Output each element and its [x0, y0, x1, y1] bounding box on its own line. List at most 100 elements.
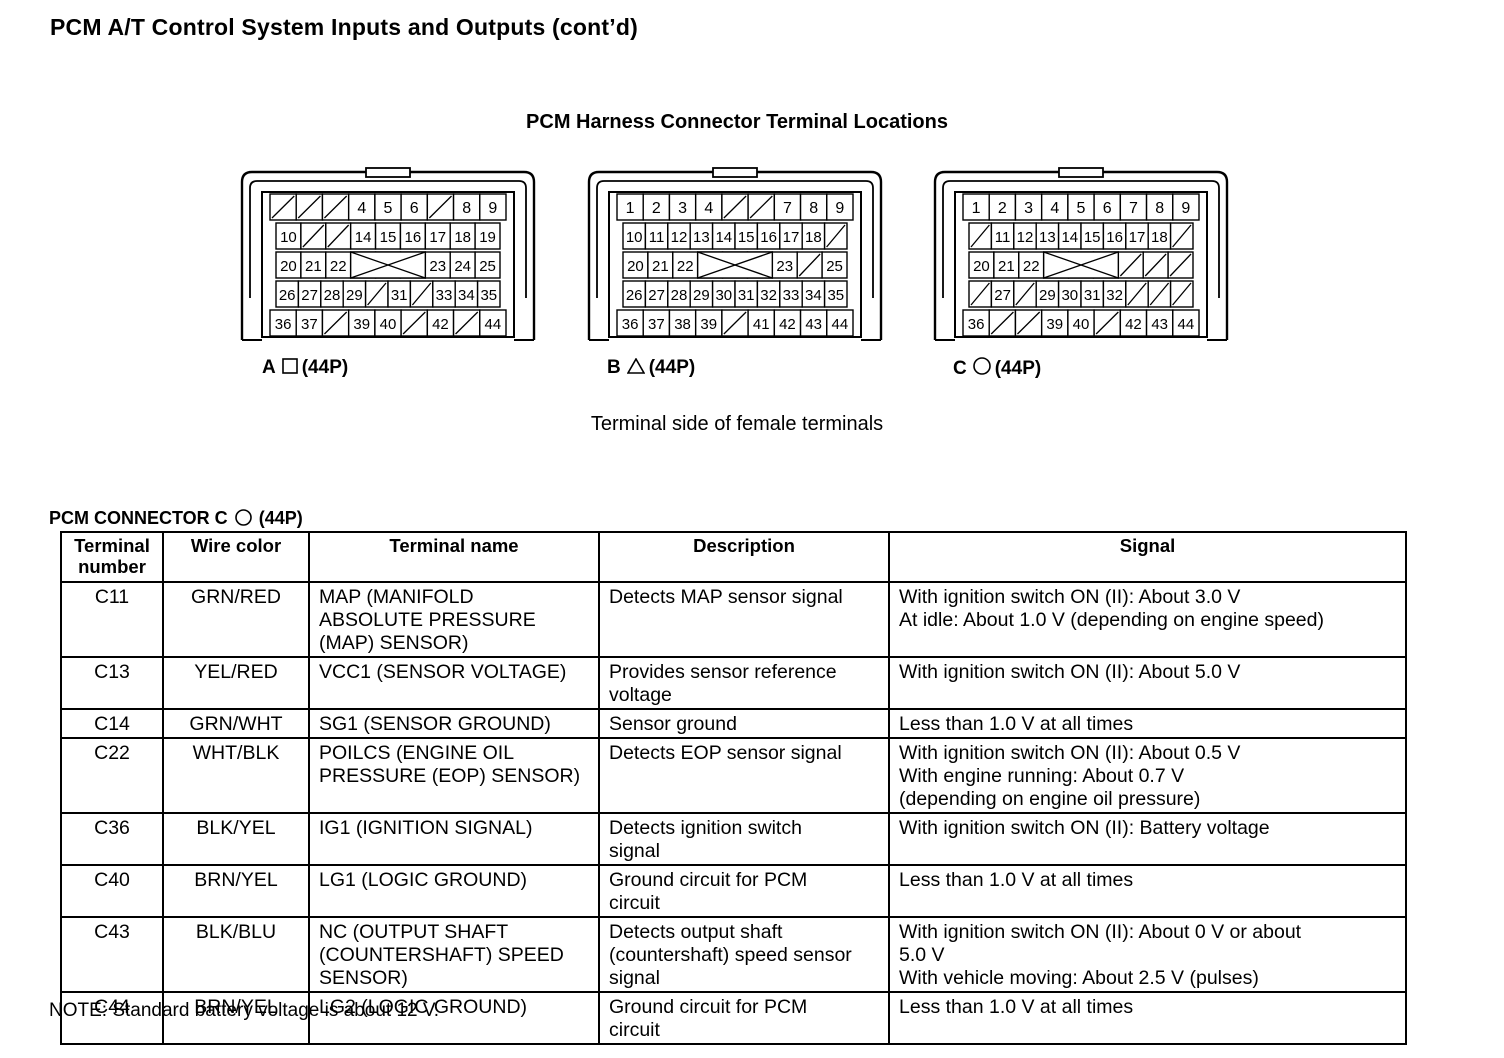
note-text: NOTE: Standard battery voltage is about … [49, 1000, 440, 1021]
terminal-cell-44: 44 [826, 309, 854, 337]
terminal-cell-empty [1169, 222, 1194, 250]
terminal-cell-empty [1167, 251, 1194, 279]
terminal-number: 20 [973, 258, 990, 275]
terminal-cell-4: 4 [347, 193, 376, 221]
cell-terminal-name-line: VCC1 (SENSOR VOLTAGE) [319, 661, 567, 683]
terminal-cell-empty [400, 309, 429, 337]
terminal-cell-19: 19 [474, 222, 501, 250]
header-terminal-line2: number [78, 556, 146, 577]
terminal-cell-39: 39 [347, 309, 376, 337]
terminal-number: 20 [280, 258, 297, 275]
terminal-cell-14: 14 [1057, 222, 1082, 250]
cell-signal-line: With engine running: About 0.7 V [899, 765, 1185, 787]
terminal-cell-9: 9 [1172, 193, 1200, 221]
terminal-number: 43 [1151, 316, 1168, 333]
terminal-cell-43: 43 [799, 309, 828, 337]
cell-description-line: signal [609, 967, 660, 989]
terminal-number: 36 [622, 316, 639, 333]
cell-terminal-number: C11 [60, 581, 164, 658]
terminal-number: 2 [652, 200, 661, 217]
terminal-cell-28: 28 [667, 280, 691, 308]
terminal-cell-39: 39 [1040, 309, 1069, 337]
terminal-cell-22: 22 [325, 251, 352, 279]
terminal-number: 36 [968, 316, 985, 333]
terminal-cell-empty [1014, 309, 1043, 337]
terminal-cell-20: 20 [275, 251, 302, 279]
terminal-number: 4 [1050, 200, 1059, 217]
cell-signal-line: 5.0 V [899, 944, 945, 966]
terminal-cell-empty [325, 222, 352, 250]
terminal-cell-36: 36 [962, 309, 990, 337]
terminal-cell-empty [823, 222, 848, 250]
terminal-number: 1 [626, 200, 635, 217]
cell-wire-color: YEL/RED [162, 656, 310, 710]
table-heading-pins: (44P) [258, 508, 303, 528]
terminal-number: 39 [353, 316, 370, 333]
terminal-side-caption: Terminal side of female terminals [590, 413, 884, 435]
terminal-cell-26: 26 [622, 280, 647, 308]
cell-description-line: Detects ignition switch [609, 817, 802, 839]
header-signal: Signal [888, 531, 1407, 583]
terminal-number: 27 [301, 287, 318, 304]
header-terminal-number: Terminal number [60, 531, 164, 583]
terminal-number: 39 [700, 316, 717, 333]
table-header-row: Terminal number Wire color Terminal name… [60, 531, 1407, 583]
cell-description-line: circuit [609, 1019, 660, 1041]
terminal-number: 12 [671, 229, 688, 246]
terminal-cell-42: 42 [773, 309, 802, 337]
terminal-cell-empty [269, 193, 297, 221]
cell-description: Detects MAP sensor signal [598, 581, 890, 658]
cell-signal-line: With ignition switch ON (II): Battery vo… [899, 817, 1270, 839]
terminal-number: 4 [704, 200, 713, 217]
terminal-number: 5 [384, 200, 393, 217]
terminal-cell-20: 20 [622, 251, 649, 279]
terminal-number: 16 [405, 229, 422, 246]
cell-description-line: Provides sensor reference [609, 661, 837, 683]
cell-signal-line: With ignition switch ON (II): About 3.0 … [899, 586, 1241, 608]
terminal-number: 44 [485, 316, 502, 333]
terminal-number: 11 [995, 229, 1011, 246]
cell-wire-color: GRN/WHT [162, 708, 310, 739]
header-description: Description [598, 531, 890, 583]
terminal-cell-empty [426, 193, 455, 221]
terminal-cell-12: 12 [667, 222, 691, 250]
terminal-cell-empty [747, 193, 776, 221]
terminal-cell-20: 20 [968, 251, 995, 279]
terminal-cell-34: 34 [454, 280, 479, 308]
terminal-cell-14: 14 [711, 222, 736, 250]
terminal-cell-27: 27 [644, 280, 669, 308]
terminal-cell-10: 10 [622, 222, 647, 250]
cell-wire-color: BLK/BLU [162, 916, 310, 993]
terminal-cell-9: 9 [479, 193, 507, 221]
terminal-number: 38 [674, 316, 691, 333]
cell-description-line: Ground circuit for PCM [609, 869, 808, 891]
terminal-cell-18: 18 [1147, 222, 1172, 250]
cell-terminal-name-line: (MAP) SENSOR) [319, 632, 469, 654]
terminal-number: 42 [1125, 316, 1142, 333]
terminal-number: 26 [279, 287, 296, 304]
terminal-number: 11 [649, 229, 665, 246]
terminal-cell-25: 25 [474, 251, 501, 279]
terminal-cell-36: 36 [269, 309, 297, 337]
pcm-connector-c-table: Terminal number Wire color Terminal name… [60, 531, 1407, 1045]
cell-terminal-number: C13 [60, 656, 164, 710]
terminal-cell-13: 13 [1035, 222, 1060, 250]
terminal-number: 26 [626, 287, 643, 304]
terminal-cell-2: 2 [988, 193, 1017, 221]
terminal-cell-empty [1147, 280, 1172, 308]
circle-icon [234, 509, 252, 531]
terminal-cell-11: 11 [990, 222, 1015, 250]
terminal-cell-1: 1 [962, 193, 990, 221]
terminal-cell-40: 40 [374, 309, 402, 337]
terminal-number: 7 [1129, 200, 1138, 217]
terminal-number: 32 [760, 287, 777, 304]
terminal-number: 35 [480, 287, 497, 304]
terminal-number: 9 [835, 200, 844, 217]
terminal-cell-25: 25 [821, 251, 848, 279]
terminal-number: 28 [671, 287, 688, 304]
terminal-cell-30: 30 [711, 280, 736, 308]
